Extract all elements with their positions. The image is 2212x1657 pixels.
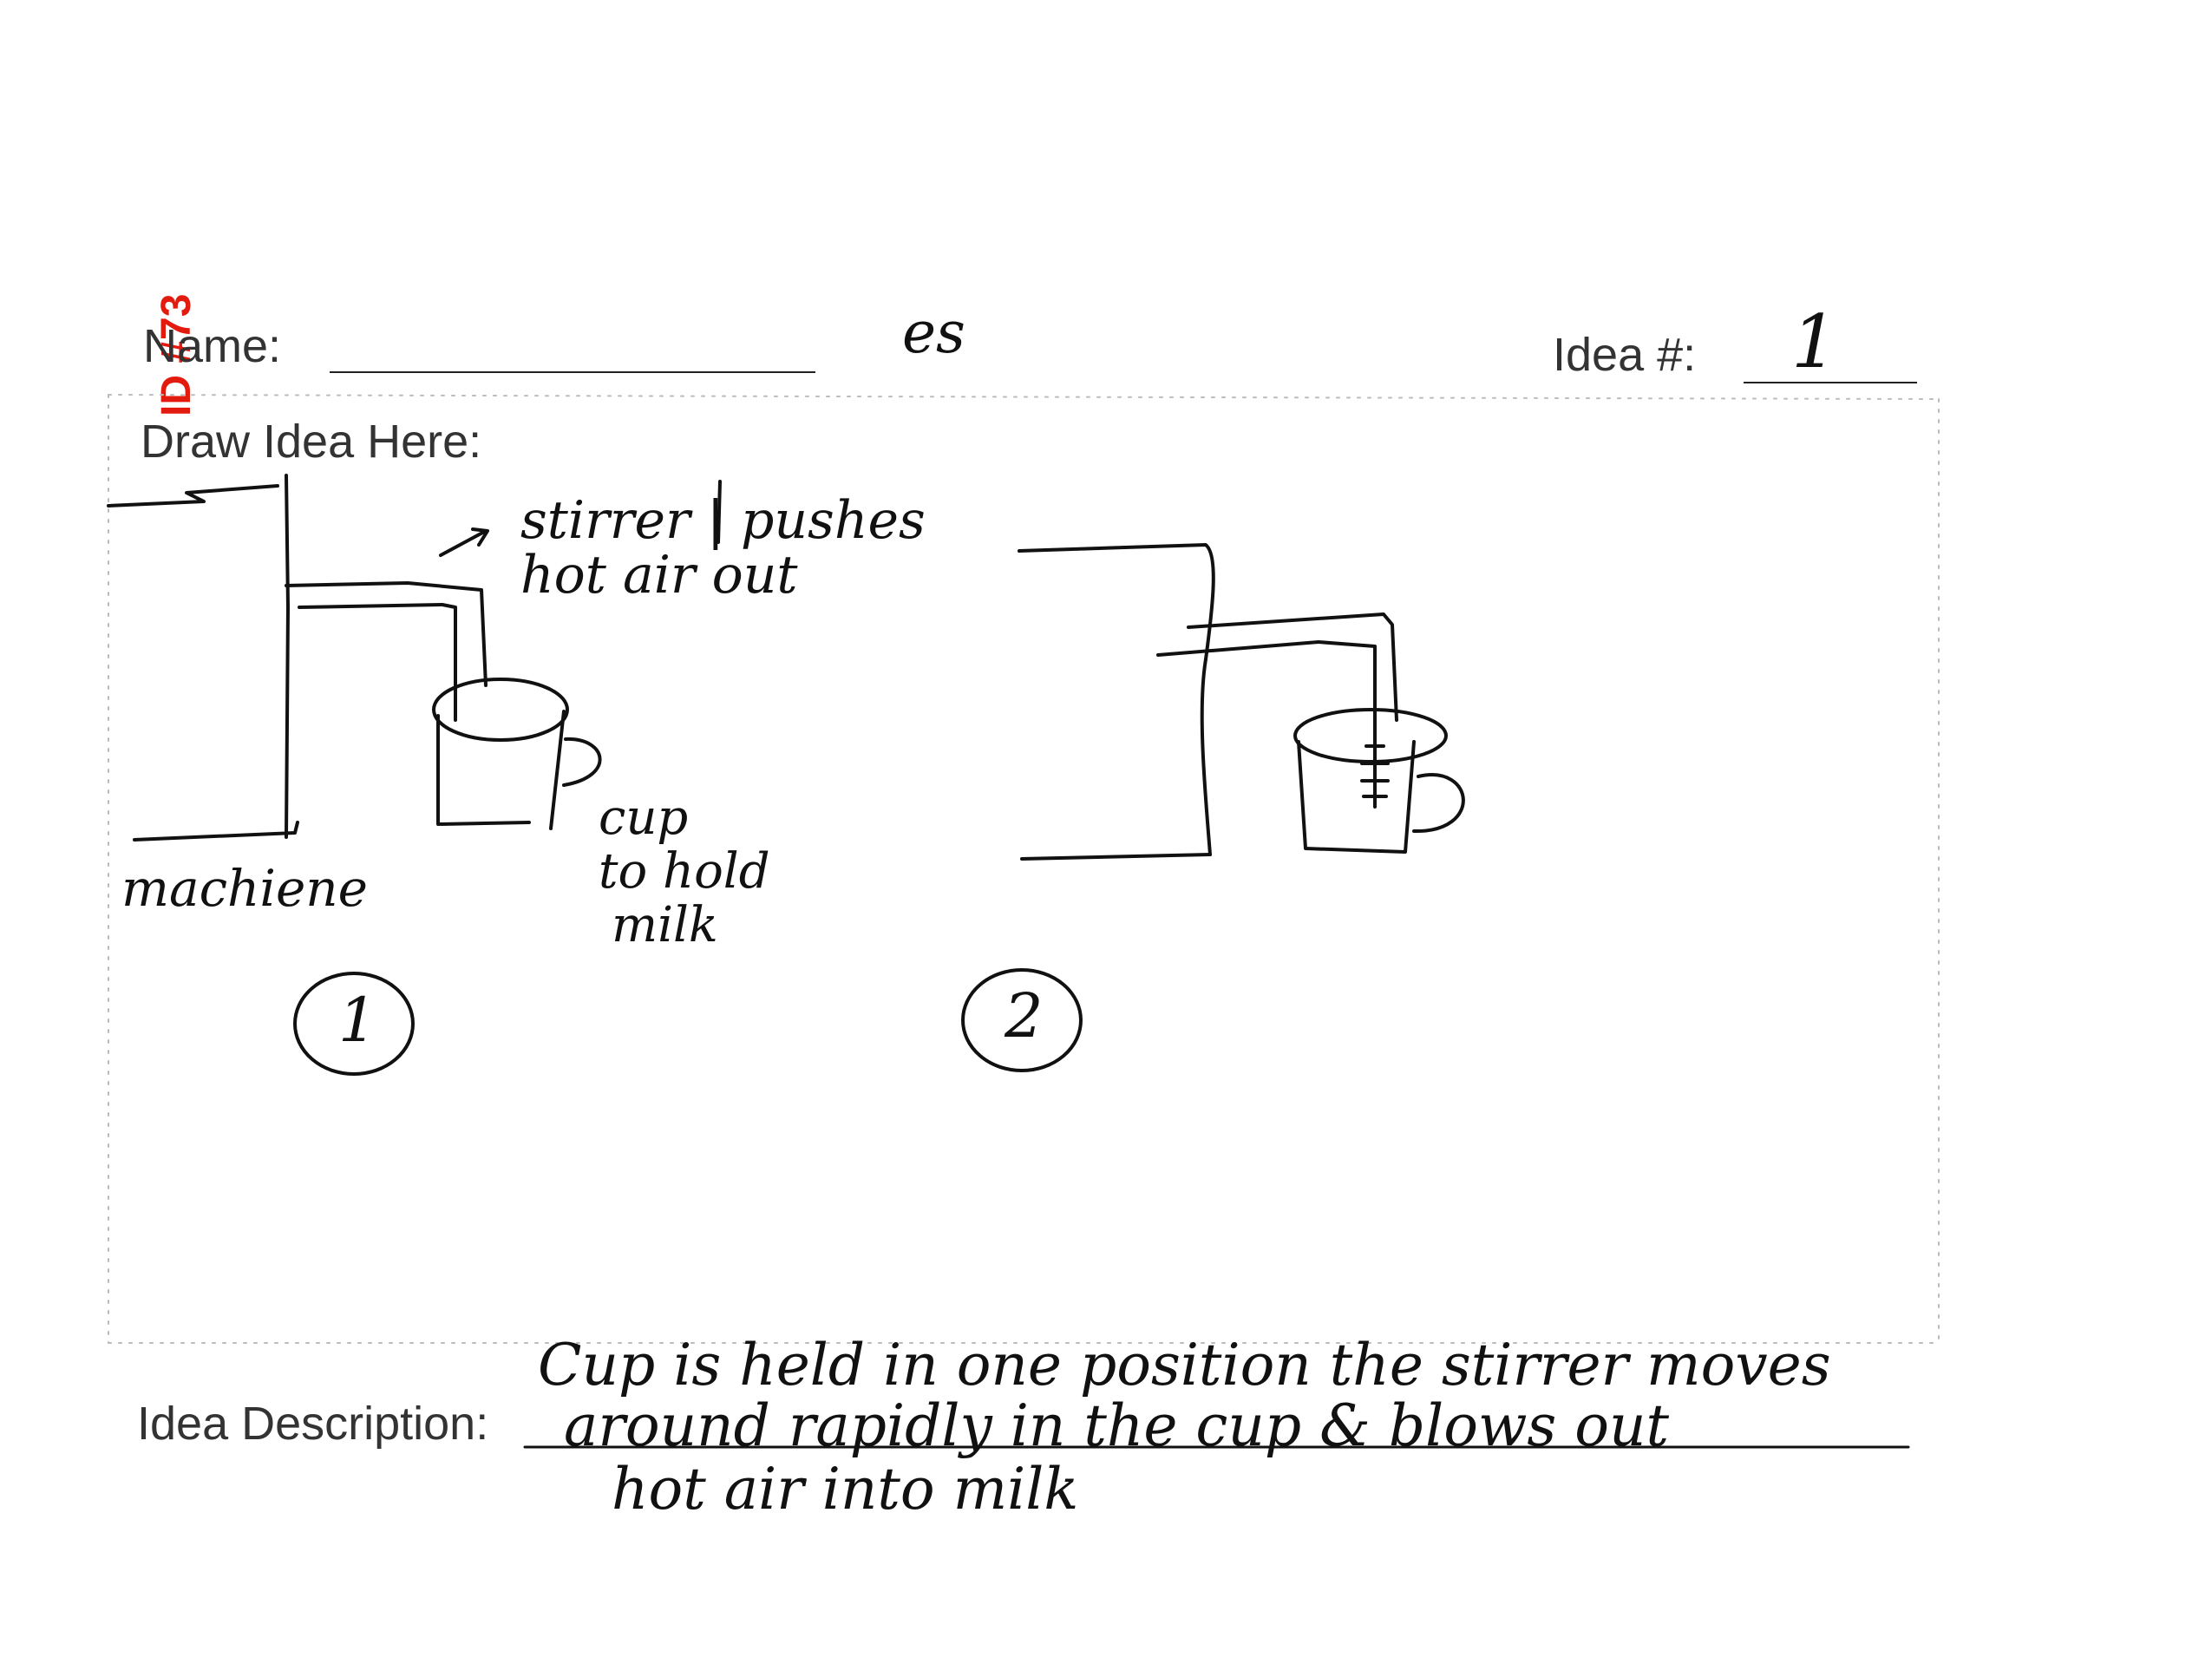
sketch2-number: 2 (1005, 980, 1044, 1051)
sketch2-number-circle (961, 968, 1083, 1072)
name-value: es (902, 299, 965, 366)
sketch1-number: 1 (338, 985, 377, 1056)
draw-label: Draw Idea Here: (141, 416, 482, 468)
idea-number-label: Idea #: (1553, 329, 1697, 381)
sketch1-cup-label-line2: to hold (599, 843, 770, 900)
sketch1-number-circle (293, 972, 415, 1076)
sketch2-machine (1018, 543, 1215, 861)
name-underline (330, 371, 815, 373)
sketch1-machine-label: machiene (121, 859, 368, 918)
sketch1-stirrer-label-line1: stirrer | pushes (520, 490, 926, 551)
sketch1-cup-label-line3: milk (612, 897, 718, 953)
sketch2-cup (1293, 708, 1465, 854)
sketch1-cup (432, 678, 602, 830)
sketch1-stirrer-label-line2: hot air out (520, 545, 798, 606)
description-line2: around rapidly in the cup & blows out (564, 1392, 1670, 1459)
description-label: Idea Description: (137, 1398, 489, 1450)
sketch1-stirrer (285, 527, 489, 722)
description-line1: Cup is held in one position the stirrer … (538, 1332, 1831, 1398)
drawing-area-frame (108, 394, 1940, 1344)
sketch1-cup-label-line1: cup (599, 789, 689, 846)
idea-number-underline (1744, 382, 1917, 383)
description-line3: hot air into milk (612, 1456, 1079, 1523)
idea-number-value: 1 (1791, 299, 1838, 384)
name-label: Name: (143, 320, 282, 372)
sketch2-stirrer (1156, 612, 1398, 809)
sketch1-machine (107, 474, 299, 842)
